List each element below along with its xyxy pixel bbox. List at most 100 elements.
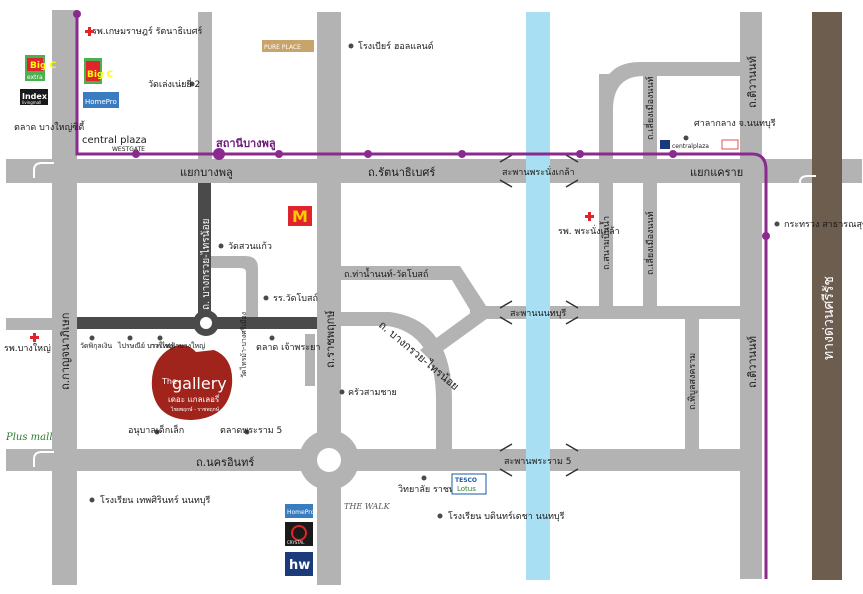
road-ratchaphruek: [317, 12, 341, 585]
bridge-mark-phra-nang-klao: [499, 154, 579, 188]
road-tha-nam: [341, 266, 490, 320]
dot-rr-wat-bot: [263, 295, 269, 301]
river-chao-phraya: [526, 12, 550, 580]
label-phra-nang-klao-bridge: สะพานพระนั่งเกล้า: [502, 165, 575, 178]
arrow-right: [799, 175, 816, 190]
svg-text:Big C: Big C: [87, 70, 114, 80]
road-top-loop: [599, 62, 742, 110]
dot-wat-phikul: [89, 335, 95, 341]
the-walk-logo: THE WALK: [344, 502, 391, 511]
station-label: สถานีบางพลู: [216, 137, 276, 151]
label-kanfaifa: การไฟฟ้าบางใหญ่: [150, 341, 205, 350]
svg-text:central plaza: central plaza: [82, 135, 147, 146]
label-bangyai-city: ตลาด บางใหญ่ซิตี้: [14, 120, 85, 133]
road-sanam-bin-nam: [599, 74, 613, 309]
mrt-purple-line: [75, 12, 768, 579]
label-ratthanathibet: ถ.รัตนาธิเบศร์: [368, 166, 435, 179]
hospital-icon: [85, 27, 94, 36]
svg-text:HomePro: HomePro: [85, 98, 117, 106]
dot-talat-rama5: [244, 429, 250, 435]
label-expressway: ทางด่วนศรีรัช: [821, 276, 837, 360]
road-bang-kruai-diagonal: [341, 312, 452, 451]
label-tiwanon-bottom: ถ.ติวานนท์: [746, 336, 759, 388]
station-dot: [275, 150, 283, 158]
gallery-name: gallery: [172, 374, 227, 393]
roundabout-center: [317, 448, 341, 472]
road-phibun: [685, 306, 699, 451]
expressway: [812, 12, 842, 580]
road-west-stub: [6, 318, 54, 330]
bridge-markers: [499, 154, 579, 477]
svg-text:THE WALK: THE WALK: [344, 502, 391, 511]
label-sala-klang: ศาลากลาง จ.นนทบุรี: [694, 118, 776, 129]
gallery-the: The: [161, 377, 177, 386]
label-bang-phlu-junction: แยกบางพลู: [180, 166, 233, 179]
station-dot: [364, 150, 372, 158]
label-sanam-bin-nam: ถ.สนามบินน้ำ: [599, 216, 612, 270]
place-labels: รพ.เกษมราษฎร์ รัตนาธิเบศร์ วัดเล่งเน่ยยี…: [4, 25, 863, 522]
label-liang-mueang-1: ถ.เลี่ยงเมืองนนท์: [643, 76, 656, 140]
crystal-logo: CRYSTAL: [285, 522, 313, 546]
arrow-left-bottom: [33, 451, 54, 467]
road-access-1: [305, 334, 315, 386]
svg-text:Big C: Big C: [30, 61, 57, 71]
road-kanchanaphisek: [52, 10, 77, 585]
label-rama5-bridge: สะพานพระราม 5: [504, 457, 571, 467]
direction-arrows: [33, 162, 816, 467]
dot-rr-bodin: [437, 513, 443, 519]
arrow-left-top: [33, 162, 54, 178]
road-ratthanathibet: [6, 159, 862, 183]
label-rp-phra-nang-klao: รพ. พระนั่งเกล้า: [558, 224, 620, 237]
svg-text:M: M: [292, 207, 308, 226]
label-bang-kruai-vertical: ถ. บางกรวย-ไทรน้อย: [200, 219, 212, 310]
road-bang-kruai-vertical: [198, 183, 211, 323]
hospital-icon: [30, 333, 39, 342]
dark-roads: [77, 183, 317, 329]
svg-text:hw: hw: [289, 558, 310, 573]
label-tiwanon-top: ถ.ติวานนท์: [746, 56, 759, 108]
label-wat-suan-kaeo: วัดสวนแก้ว: [228, 241, 272, 252]
station-bang-phlu: [213, 148, 225, 160]
brand-logos: Big C extra Big C Index livingmall HomeP…: [5, 40, 739, 576]
big-c-logo: Big C: [84, 58, 114, 84]
label-praisani: ไปรษณีย์ บางใหญ่: [117, 341, 173, 350]
svg-text:WESTGATE: WESTGATE: [112, 146, 145, 153]
central-small-logo: centralplaza: [660, 139, 739, 150]
station-dot: [73, 10, 81, 18]
label-talat-chao-phraya: ตลาด เจ้าพระยา: [256, 342, 320, 353]
dot-khrua-sam-chai: [339, 389, 345, 395]
label-rr-thepsirin: โรงเรียน เทพศิรินทร์ นนทบุรี: [100, 494, 210, 506]
hw-logo: hw: [285, 552, 313, 576]
bridge-mark-rama5: [499, 443, 579, 477]
road-network: [6, 10, 862, 585]
station-dot: [762, 232, 770, 240]
svg-text:Lotus: Lotus: [457, 485, 476, 493]
label-rr-bodin: โรงเรียน บดินทร์เดชา นนทบุรี: [448, 510, 565, 522]
label-tha-nam: ถ.ท่าน้ำนนท์-วัดโบสถ์: [344, 267, 428, 280]
label-nakhon-in: ถ.นครอินทร์: [196, 456, 254, 469]
dot-moph: [774, 221, 780, 227]
label-liang-mueang-2: ถ.เลี่ยงเมืองนนท์: [643, 211, 656, 275]
station-dot: [669, 150, 677, 158]
label-wat-lengnoei: วัดเล่งเน่ยยี่ 2: [148, 77, 200, 90]
road-wat-suan-kaeo: [210, 256, 258, 320]
svg-text:extra: extra: [27, 74, 43, 81]
tesco-lotus-logo: TESCO Lotus: [451, 473, 487, 495]
big-c-extra-logo: Big C extra: [25, 55, 57, 81]
svg-text:Index: Index: [22, 92, 48, 101]
roundabout-bang-kruai-center: [200, 317, 212, 329]
dot-wat-lengnoei: [189, 81, 195, 87]
label-khae-rai-junction: แยกแคราย: [690, 166, 743, 179]
label-rr-wat-bot: รร.วัดโบสถ์: [273, 292, 318, 304]
station-dot: [458, 150, 466, 158]
gallery-thai: เดอะ แกลเลอรี่: [168, 393, 220, 404]
place-dots: [89, 43, 780, 519]
label-wat-phikul: วัดพิกุลเงิน: [80, 342, 112, 350]
label-rp-bang-yai: รพ.บางใหญ่: [4, 343, 51, 354]
station-dot: [576, 150, 584, 158]
dot-kanfaifa: [157, 335, 163, 341]
label-talat-rama5: ตลาดพระราม 5: [220, 426, 282, 436]
dot-wat-suan-kaeo: [218, 243, 224, 249]
svg-text:PURE PLACE: PURE PLACE: [264, 44, 301, 51]
dot-rongbeer: [348, 43, 354, 49]
